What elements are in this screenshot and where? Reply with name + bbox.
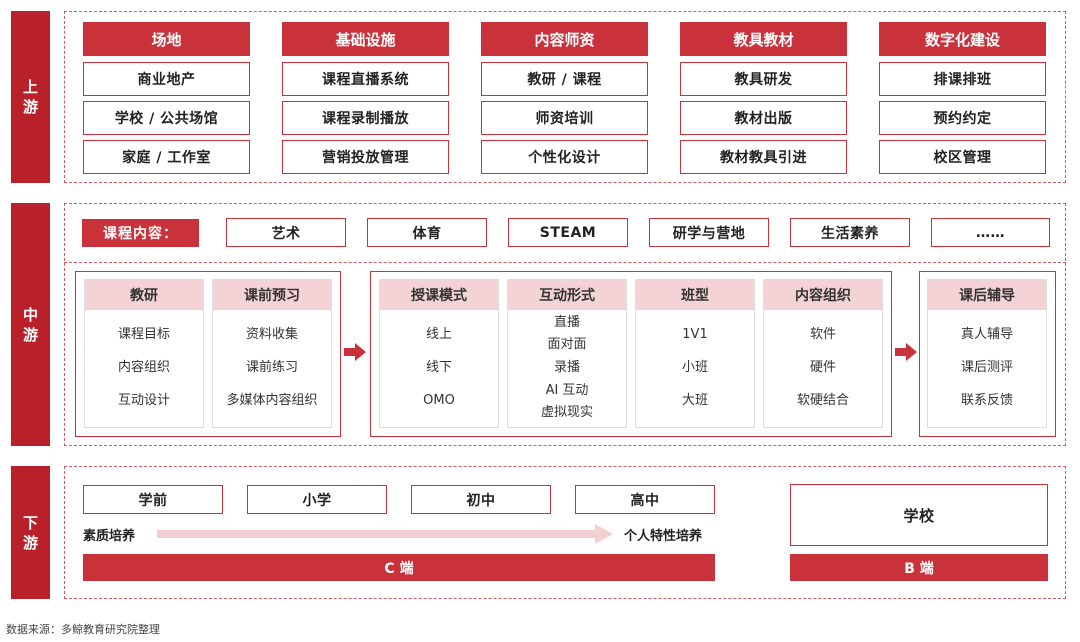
upstream-item: 教材教具引进 — [680, 140, 847, 174]
flow-column-item: 1V1 — [682, 327, 708, 342]
upstream-header: 基础设施 — [282, 22, 449, 56]
flow-column-item: 内容组织 — [117, 360, 170, 375]
flow-column-item: 课前练习 — [245, 360, 298, 375]
stage-box: 小学 — [247, 485, 387, 514]
course-content-item: …… — [931, 218, 1050, 247]
downstream-panel — [64, 466, 1066, 599]
flow-column: 教研 课程目标 内容组织 互动设计 — [84, 279, 204, 428]
flow-column-item: 小班 — [681, 360, 708, 375]
source-note: 数据来源：多鲸教育研究院整理 — [6, 623, 160, 636]
flow-column-item: OMO — [423, 393, 455, 408]
upstream-item: 校区管理 — [879, 140, 1046, 174]
flow-column: 班型 1V1 小班 大班 — [635, 279, 755, 428]
flow-column-item: 线下 — [425, 360, 452, 375]
flow-column-item: 线上 — [425, 327, 452, 342]
stage-box: 学前 — [83, 485, 223, 514]
flow-column-item: 软硬结合 — [796, 393, 849, 408]
school-box: 学校 — [790, 484, 1048, 546]
flow-column-item: 虚拟现实 — [540, 405, 593, 420]
upstream-item: 课程直播系统 — [282, 62, 449, 96]
course-content-item: 体育 — [367, 218, 487, 247]
upstream-item: 营销投放管理 — [282, 140, 449, 174]
c-end-bar: C 端 — [83, 554, 715, 581]
upstream-panel — [64, 11, 1066, 183]
course-content-item: 研学与营地 — [649, 218, 769, 247]
flow-column-item: 大班 — [681, 393, 708, 408]
upstream-label-char-2: 游 — [22, 98, 38, 116]
stage-box: 高中 — [575, 485, 715, 514]
flow-column-item: 直播 — [553, 315, 580, 330]
midstream-divider — [64, 262, 1066, 263]
arrow-start-label: 素质培养 — [83, 529, 136, 544]
upstream-item: 课程录制播放 — [282, 101, 449, 135]
flow-column-header: 授课模式 — [380, 280, 498, 310]
flow-column-item: 课后测评 — [960, 360, 1013, 375]
midstream-panel — [64, 203, 1066, 446]
upstream-item: 教研 / 课程 — [481, 62, 648, 96]
growth-arrow-icon — [157, 524, 613, 544]
arrow-end-label: 个人特性培养 — [624, 529, 703, 544]
upstream-header: 内容师资 — [481, 22, 648, 56]
b-end-bar: B 端 — [790, 554, 1048, 581]
midstream-label-char-1: 中 — [22, 305, 38, 324]
downstream-label-char-1: 下 — [22, 513, 38, 532]
flow-column: 内容组织 软件 硬件 软硬结合 — [763, 279, 883, 428]
upstream-header: 数字化建设 — [879, 22, 1046, 56]
flow-column: 互动形式 直播 面对面 录播 AI 互动 虚拟现实 — [507, 279, 627, 428]
flow-column-header: 互动形式 — [508, 280, 626, 310]
upstream-item: 商业地产 — [83, 62, 250, 96]
flow-column-header: 课前预习 — [213, 280, 331, 310]
flow-column: 授课模式 线上 线下 OMO — [379, 279, 499, 428]
upstream-item: 学校 / 公共场馆 — [83, 101, 250, 135]
upstream-item: 师资培训 — [481, 101, 648, 135]
flow-column-item: 录播 — [553, 360, 580, 375]
course-content-item: 艺术 — [226, 218, 346, 247]
flow-column-item: 联系反馈 — [960, 393, 1013, 408]
flow-column-header: 课后辅导 — [928, 280, 1046, 310]
flow-column-item: 多媒体内容组织 — [226, 393, 318, 408]
course-content-item: 生活素养 — [790, 218, 910, 247]
flow-column-item: 课程目标 — [117, 327, 170, 342]
upstream-item: 排课排班 — [879, 62, 1046, 96]
downstream-label: 下 游 — [11, 466, 50, 599]
flow-column-item: 硬件 — [809, 360, 836, 375]
flow-column-header: 班型 — [636, 280, 754, 310]
upstream-item: 家庭 / 工作室 — [83, 140, 250, 174]
flow-column-item: 真人辅导 — [960, 327, 1013, 342]
course-content-label: 课程内容： — [82, 219, 199, 247]
flow-column-item: 软件 — [809, 327, 836, 342]
upstream-header: 教具教材 — [680, 22, 847, 56]
flow-arrow-icon — [344, 343, 366, 361]
upstream-item: 教材出版 — [680, 101, 847, 135]
flow-column: 课前预习 资料收集 课前练习 多媒体内容组织 — [212, 279, 332, 428]
midstream-label: 中 游 — [11, 203, 50, 446]
upstream-label-char-1: 上 — [22, 78, 38, 96]
stage-box: 初中 — [411, 485, 551, 514]
upstream-item: 教具研发 — [680, 62, 847, 96]
flow-column: 课后辅导 真人辅导 课后测评 联系反馈 — [927, 279, 1047, 428]
upstream-label: 上 游 — [11, 11, 50, 183]
flow-column-item: 互动设计 — [117, 393, 170, 408]
course-content-item: STEAM — [508, 218, 628, 247]
upstream-header: 场地 — [83, 22, 250, 56]
downstream-label-char-2: 游 — [22, 533, 38, 552]
flow-column-header: 教研 — [85, 280, 203, 310]
flow-column-item: 面对面 — [547, 337, 587, 352]
upstream-item: 个性化设计 — [481, 140, 648, 174]
upstream-item: 预约约定 — [879, 101, 1046, 135]
flow-column-item: AI 互动 — [545, 383, 589, 398]
flow-column-header: 内容组织 — [764, 280, 882, 310]
flow-arrow-icon — [895, 343, 917, 361]
midstream-label-char-2: 游 — [22, 325, 38, 344]
flow-column-item: 资料收集 — [245, 327, 298, 342]
